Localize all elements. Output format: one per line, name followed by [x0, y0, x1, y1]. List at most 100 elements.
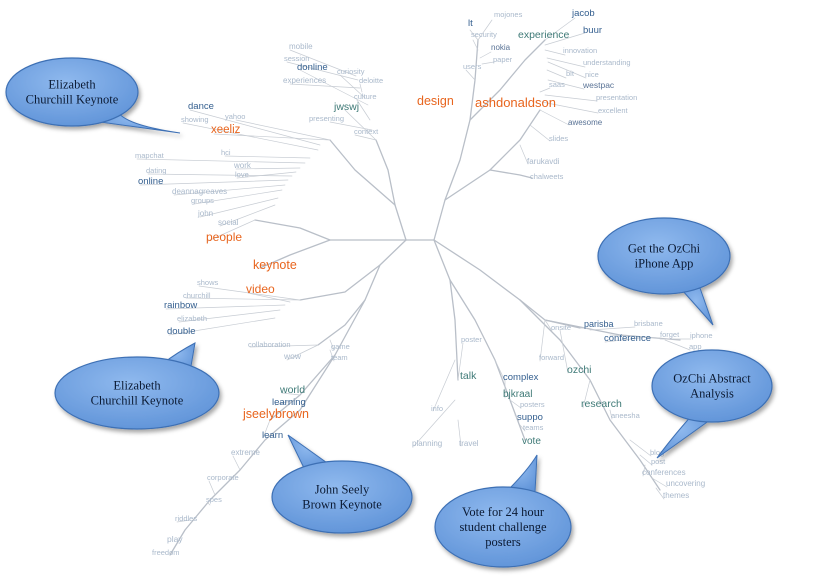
tree-word-bit[interactable]: bit: [566, 69, 575, 78]
tree-word-donline[interactable]: donline: [297, 62, 328, 73]
tree-word-lt[interactable]: lt: [468, 18, 473, 29]
tree-word-ashdonaldson[interactable]: ashdonaldson: [475, 95, 556, 110]
callout-churchill-1[interactable]: [5, 57, 181, 134]
tree-word-themes[interactable]: themes: [663, 491, 689, 500]
tree-word-poster[interactable]: poster: [461, 335, 482, 344]
tree-word-play[interactable]: play: [167, 534, 183, 544]
tree-word-parisba[interactable]: parisba: [584, 319, 614, 329]
tree-word-buur[interactable]: buur: [583, 25, 602, 36]
tree-word-session[interactable]: session: [284, 54, 309, 63]
tree-word-corporate[interactable]: corporate: [207, 473, 239, 482]
tree-word-ozchi[interactable]: ozchi: [567, 364, 592, 376]
tree-word-john[interactable]: john: [197, 209, 213, 218]
tree-word-context[interactable]: context: [354, 127, 379, 136]
tree-word-saas[interactable]: saas: [549, 80, 565, 89]
tree-word-aneesha[interactable]: aneesha: [611, 411, 641, 420]
tree-word-dating[interactable]: dating: [146, 166, 166, 175]
tree-word-farukavdi[interactable]: farukavdi: [527, 157, 560, 166]
tree-word-research[interactable]: research: [581, 398, 622, 410]
tree-word-presentation[interactable]: presentation: [596, 93, 637, 102]
tree-word-curiosity[interactable]: curiosity: [337, 67, 365, 76]
tree-word-video[interactable]: video: [246, 282, 275, 296]
tree-word-innovation[interactable]: innovation: [563, 46, 597, 55]
callout-abstract[interactable]: [651, 349, 773, 459]
tree-word-yahoo[interactable]: yahoo: [225, 112, 245, 121]
tree-word-deloitte[interactable]: deloitte: [359, 76, 383, 85]
tree-word-culture[interactable]: culture: [354, 92, 377, 101]
tree-word-rainbow[interactable]: rainbow: [164, 300, 197, 311]
tree-word-travel[interactable]: travel: [459, 439, 479, 448]
tree-word-love[interactable]: love: [235, 170, 249, 179]
tree-word-iphone[interactable]: iphone: [690, 331, 713, 340]
tree-word-xeeliz[interactable]: xeeliz: [211, 124, 241, 136]
tree-word-learn[interactable]: learn: [262, 430, 283, 441]
tree-word-app[interactable]: app: [689, 342, 702, 351]
tree-word-understanding[interactable]: understanding: [583, 58, 631, 67]
tree-word-world[interactable]: world: [279, 384, 305, 396]
tree-word-game[interactable]: game: [331, 342, 350, 351]
tree-word-learning[interactable]: learning: [272, 397, 306, 408]
tree-word-brisbane[interactable]: brisbane: [634, 319, 663, 328]
callout-vote[interactable]: [434, 454, 572, 568]
tree-word-extreme[interactable]: extreme: [231, 448, 260, 457]
tree-word-complex[interactable]: complex: [503, 372, 539, 383]
tree-word-blog[interactable]: blog: [650, 448, 664, 457]
tree-word-wow[interactable]: wow: [283, 351, 302, 361]
tree-word-jwswj[interactable]: jwswj: [333, 101, 359, 113]
tree-word-users[interactable]: users: [463, 62, 482, 71]
tree-word-suppo[interactable]: suppo: [517, 412, 543, 423]
tree-word-social[interactable]: social: [218, 218, 239, 227]
tree-word-mojones[interactable]: mojones: [494, 10, 523, 19]
tree-word-planning[interactable]: planning: [412, 439, 442, 448]
tree-word-experiences[interactable]: experiences: [283, 76, 326, 85]
callout-seely[interactable]: [271, 434, 413, 534]
tree-word-freedom[interactable]: freedom: [152, 548, 180, 557]
callout-churchill-2[interactable]: [54, 342, 220, 430]
tree-word-awesome[interactable]: awesome: [568, 118, 603, 127]
tree-word-onsite[interactable]: onsite: [551, 323, 571, 332]
tree-word-paper[interactable]: paper: [493, 55, 513, 64]
tree-word-forward[interactable]: forward: [539, 353, 564, 362]
tree-word-talk[interactable]: talk: [460, 370, 477, 382]
tree-word-uncovering[interactable]: uncovering: [666, 479, 705, 488]
tree-word-nokia[interactable]: nokia: [491, 43, 511, 52]
tree-word-double[interactable]: double: [167, 326, 196, 337]
tree-word-bjkraal[interactable]: bjkraal: [503, 389, 532, 400]
tree-word-keynote[interactable]: keynote: [253, 258, 297, 272]
tree-word-dance[interactable]: dance: [188, 101, 214, 112]
tree-word-post[interactable]: post: [651, 457, 666, 466]
tree-word-experience[interactable]: experience: [518, 29, 570, 41]
tree-word-jseelybrown[interactable]: jseelybrown: [242, 407, 309, 421]
tree-word-presenting[interactable]: presenting: [309, 114, 344, 123]
tree-word-conferences[interactable]: conferences: [642, 468, 686, 477]
tree-word-conference[interactable]: conference: [604, 333, 651, 344]
tree-word-elizabeth[interactable]: elizabeth: [177, 314, 207, 323]
tree-word-westpac[interactable]: westpac: [582, 80, 615, 90]
tree-word-team[interactable]: team: [331, 353, 348, 362]
tree-word-teams[interactable]: teams: [523, 423, 544, 432]
tree-word-churchill[interactable]: churchill: [183, 291, 211, 300]
tree-word-vote[interactable]: vote: [522, 436, 541, 447]
tree-word-spes[interactable]: spes: [206, 495, 222, 504]
tree-word-deannagreaves[interactable]: deannagreaves: [172, 187, 227, 196]
tree-word-security[interactable]: security: [471, 30, 497, 39]
tree-word-forget[interactable]: forget: [660, 330, 680, 339]
tree-word-design[interactable]: design: [417, 94, 454, 108]
tree-word-nice[interactable]: nice: [585, 70, 599, 79]
tree-word-people[interactable]: people: [206, 230, 242, 244]
tree-word-slides[interactable]: slides: [549, 134, 568, 143]
tree-word-mobile[interactable]: mobile: [289, 42, 313, 51]
tree-word-online[interactable]: online: [138, 176, 163, 187]
tree-word-jacob[interactable]: jacob: [571, 8, 595, 19]
tree-word-chalweets[interactable]: chalweets: [530, 172, 564, 181]
tree-word-posters[interactable]: posters: [520, 400, 545, 409]
callout-app[interactable]: [597, 217, 731, 326]
tree-word-showing[interactable]: showing: [181, 115, 209, 124]
tree-word-riddles[interactable]: riddles: [175, 514, 197, 523]
tree-word-info[interactable]: info: [431, 404, 443, 413]
tree-word-hci[interactable]: hci: [221, 148, 231, 157]
tree-word-work[interactable]: work: [233, 161, 252, 170]
tree-word-excellent[interactable]: excellent: [598, 106, 629, 115]
tree-word-mapchat[interactable]: mapchat: [135, 151, 165, 160]
tree-word-collaboration[interactable]: collaboration: [248, 340, 291, 349]
